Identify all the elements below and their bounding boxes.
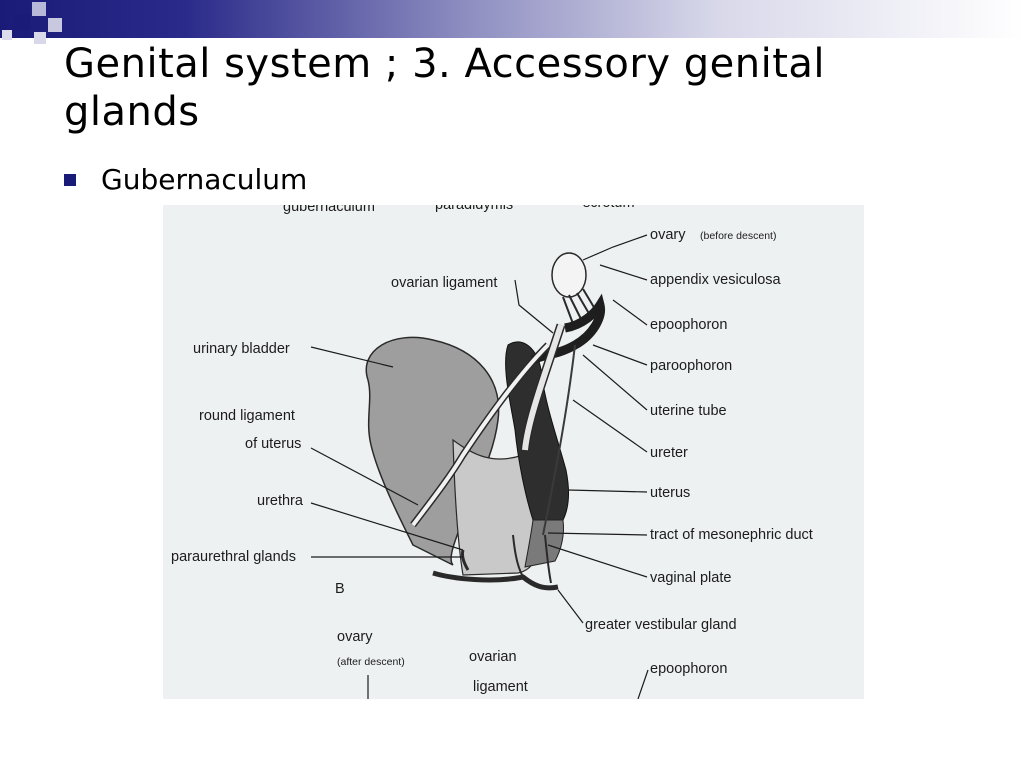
mesonephric-tract-shape xyxy=(542,344,576,536)
label-urethra: urethra xyxy=(257,493,304,509)
vestibule-base-shape xyxy=(432,570,559,591)
bullet-text: Gubernaculum xyxy=(101,163,308,196)
corner-square-light xyxy=(34,32,46,44)
label-of-uterus: of uterus xyxy=(245,436,301,452)
label-epoophoron: epoophoron xyxy=(650,317,727,333)
ovary-shape xyxy=(551,252,587,298)
label-ureter: ureter xyxy=(650,445,688,461)
urogenital-sinus-shape xyxy=(452,438,540,576)
corner-square-light xyxy=(2,30,12,40)
label-appendix-vesiculosa: appendix vesiculosa xyxy=(650,272,782,288)
label-epoophoron-lower: epoophoron xyxy=(650,661,727,677)
label-vaginal-plate: vaginal plate xyxy=(650,570,731,586)
uterus-shape xyxy=(505,341,570,521)
label-ovary-after: ovary xyxy=(337,629,373,645)
top-label-scrotum: scrotum xyxy=(583,205,635,211)
corner-square-navy xyxy=(14,14,30,30)
label-paroophoron: paroophoron xyxy=(650,358,732,374)
anatomy-diagram: gubernaculum paradidymis scrotum xyxy=(171,205,813,699)
label-ovarian-ligament: ovarian ligament xyxy=(391,275,497,291)
label-uterine-tube: uterine tube xyxy=(650,403,727,419)
header-gradient-band xyxy=(0,0,1024,38)
label-round-ligament: round ligament xyxy=(199,408,295,424)
label-paraurethral-glands: paraurethral glands xyxy=(171,549,296,565)
label-ovary-after-descent: (after descent) xyxy=(337,656,405,668)
corner-square-light xyxy=(48,18,62,32)
label-greater-vestibular-gland: greater vestibular gland xyxy=(585,617,737,633)
top-label-gubernaculum: gubernaculum xyxy=(283,205,375,215)
vaginal-plate-shape xyxy=(524,519,564,568)
slide-title: Genital system ; 3. Accessory genital gl… xyxy=(64,41,825,135)
label-ovarian-lower: ovarian xyxy=(469,649,517,665)
label-ovary-before-descent: (before descent) xyxy=(700,230,776,242)
label-panel-b: B xyxy=(335,581,345,597)
label-uterus: uterus xyxy=(650,485,690,501)
label-urinary-bladder: urinary bladder xyxy=(193,341,290,357)
corner-square-light xyxy=(32,2,46,16)
label-tract-mesonephric-duct: tract of mesonephric duct xyxy=(650,527,813,543)
bullet-square-icon xyxy=(64,174,76,186)
uterine-tube-fimbriae xyxy=(562,288,596,330)
label-ovary: ovary xyxy=(650,227,686,243)
label-ligament-lower: ligament xyxy=(473,679,528,695)
anatomy-figure: gubernaculum paradidymis scrotum xyxy=(163,205,864,699)
top-label-paradidymis: paradidymis xyxy=(435,205,513,213)
